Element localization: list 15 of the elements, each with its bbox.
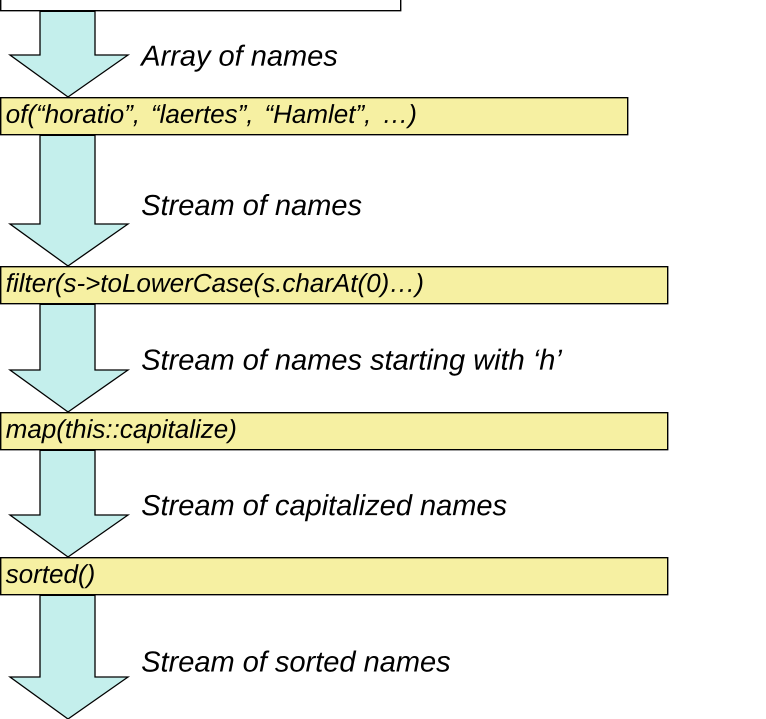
process-box: map(this::capitalize) <box>0 412 668 450</box>
process-box: filter(s->toLowerCase(s.charAt(0)…) <box>0 266 668 304</box>
process-box: of(“horatio”, “laertes”, “Hamlet”, …) <box>0 97 628 136</box>
process-box: sorted() <box>0 556 668 596</box>
block-arrow <box>8 594 130 719</box>
edge-label: Array of names <box>140 44 338 72</box>
empty-box <box>0 0 402 12</box>
edge-label: Stream of names <box>142 194 362 216</box>
edge-label: Stream of names starting with ‘h’ <box>142 348 562 376</box>
block-arrow <box>8 134 130 267</box>
edge-label: Stream of capitalized names <box>142 494 506 522</box>
block-arrow <box>8 450 130 558</box>
edge-label: Stream of sorted names <box>142 650 450 672</box>
block-arrow <box>8 304 130 413</box>
block-arrow <box>8 10 130 98</box>
